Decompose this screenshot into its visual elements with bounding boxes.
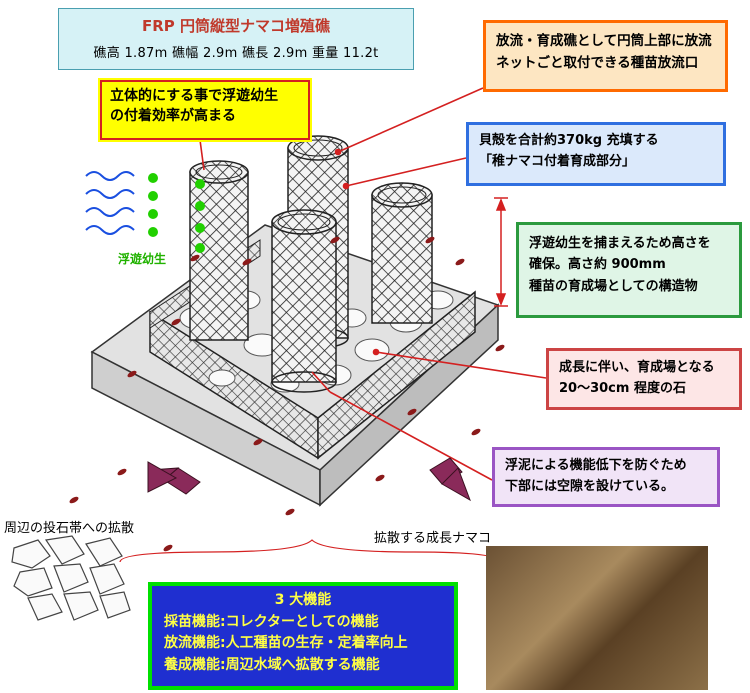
function-item: 採苗機能:コレクターとしての機能 bbox=[164, 613, 379, 630]
spread-left-label: 周辺の投石帯への拡散 bbox=[4, 521, 135, 536]
rubble-stones bbox=[11, 535, 131, 621]
callout-gap: 浮泥による機能低下を防ぐため 下部には空隙を設けている。 bbox=[492, 447, 720, 507]
functions-title: 3 大機能 bbox=[274, 592, 332, 608]
diagram-title: FRP 円筒縦型ナマコ増殖礁 bbox=[141, 17, 330, 35]
title-box: FRP 円筒縦型ナマコ増殖礁 礁高 1.87m 礁幅 2.9m 礁長 2.9m … bbox=[58, 8, 414, 70]
callout-three-d: 立体的にする事で浮遊幼生 の付着効率が高まる bbox=[98, 78, 312, 142]
cylinder-left bbox=[189, 160, 249, 341]
function-item: 放流機能:人工種苗の生存・定着率向上 bbox=[164, 635, 408, 652]
callout-release: 放流・育成礁として円筒上部に放流 ネットごと取付できる種苗放流口 bbox=[483, 20, 728, 92]
callout-lines bbox=[199, 87, 547, 481]
cylinder-front bbox=[271, 209, 337, 393]
callout-shell: 貝殻を合計約370kg 充填する 「稚ナマコ付着育成部分」 bbox=[466, 122, 726, 186]
larva-label: 浮遊幼生 bbox=[118, 252, 167, 266]
callout-stone: 成長に伴い、育成場となる 20～30cm 程度の石 bbox=[546, 348, 742, 410]
callout-height: 浮遊幼生を捕まえるため高さを 確保。高さ約 900mm 種苗の育成場としての構造… bbox=[516, 222, 742, 318]
height-marker bbox=[494, 197, 508, 307]
larva-dots bbox=[148, 173, 205, 253]
specs-line: 礁高 1.87m 礁幅 2.9m 礁長 2.9m 重量 11.2t bbox=[93, 46, 379, 61]
function-item: 養成機能:周辺水域へ拡散する機能 bbox=[164, 657, 380, 674]
wave-icons bbox=[85, 171, 135, 235]
sea-cucumber-photo bbox=[486, 546, 708, 690]
sea-cucumbers bbox=[69, 236, 505, 552]
diffusion-arrows bbox=[147, 457, 471, 502]
distribution-brace bbox=[119, 539, 501, 563]
functions-box: 3 大機能 採苗機能:コレクターとしての機能 放流機能:人工種苗の生存・定着率向… bbox=[148, 582, 458, 690]
cylinder-right bbox=[371, 182, 433, 324]
spread-right-label: 拡散する成長ナマコ bbox=[374, 531, 492, 546]
